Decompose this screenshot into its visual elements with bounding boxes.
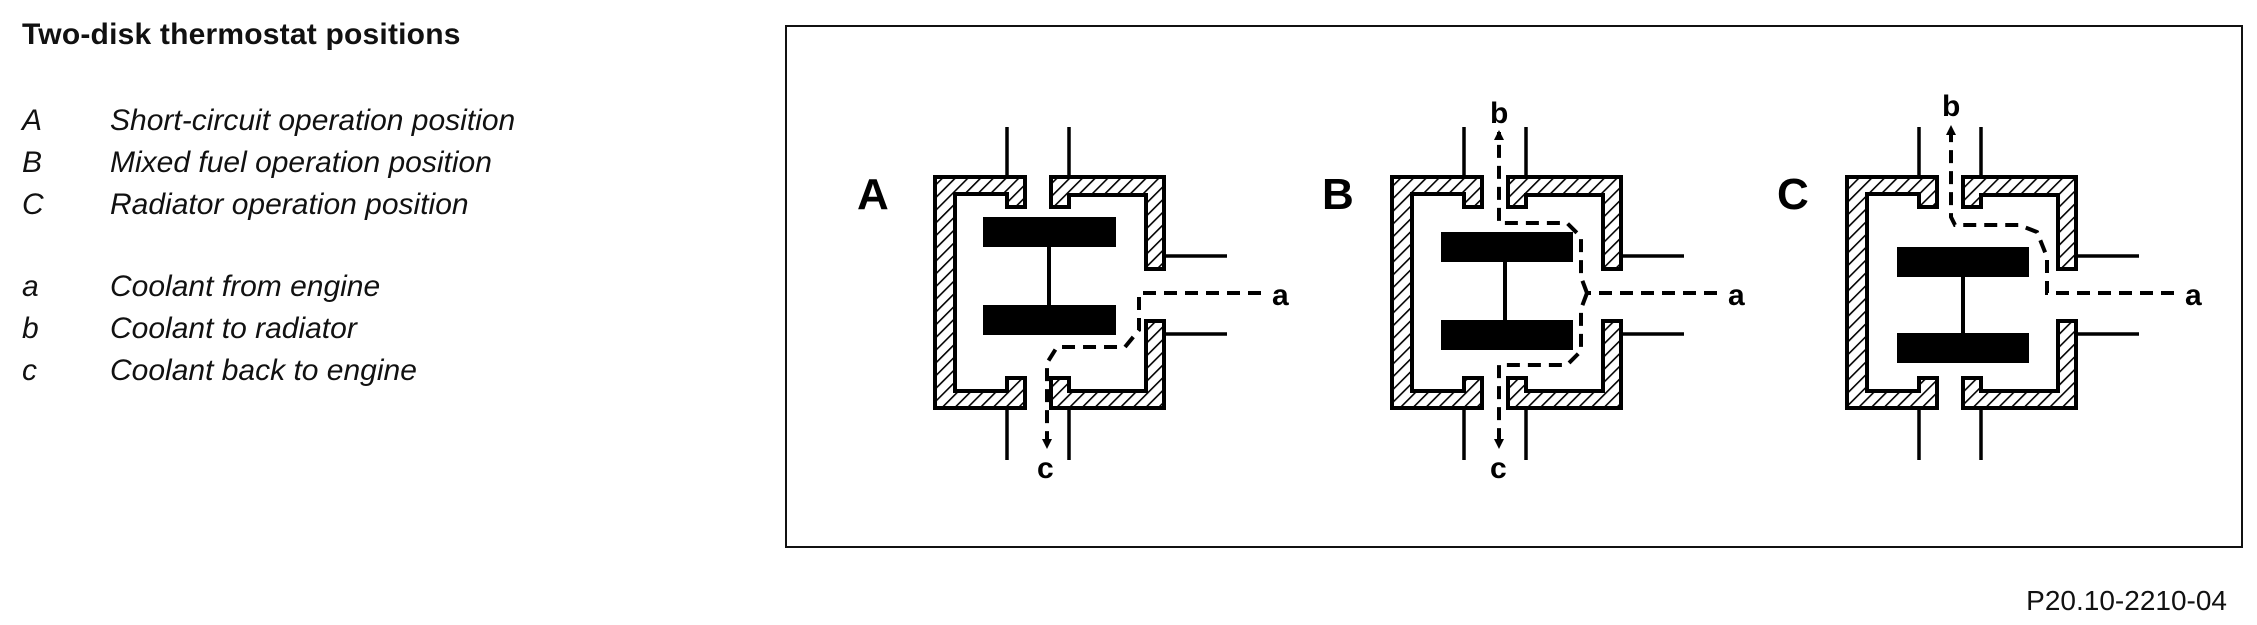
thermostat-diagram: A a c [857,90,2202,485]
legend-key: C [22,188,44,221]
housing-b [1390,175,1623,410]
pipes-a [1005,127,1227,460]
legend: A Short-circuit operation position B Mix… [22,100,515,392]
flow-label-b: b [1490,97,1508,130]
disk-assembly-c [1897,247,2029,363]
housing-a [933,175,1166,410]
figure-title: Two-disk thermostat positions [22,18,461,51]
flow-label-b: b [1942,90,1960,123]
panel-label-a: A [857,170,889,219]
diagram-frame: A a c [785,25,2243,548]
legend-spacer [22,226,515,266]
panel-b: B a [1322,97,1745,485]
flow-label-a: a [1272,279,1289,312]
panel-c: C a b [1777,90,2202,460]
flow-label-a: a [1728,279,1745,312]
legend-key: A [22,104,43,137]
legend-item-b: b Coolant to radiator [22,308,515,350]
flow-label-c: c [1490,452,1507,485]
legend-key: a [22,270,39,303]
panel-label-c: C [1777,170,1809,219]
pipes-b [1462,127,1684,460]
pipes-c [1917,127,2139,460]
legend-item-a: a Coolant from engine [22,266,515,308]
legend-key: c [22,354,37,387]
legend-text: Mixed fuel operation position [110,146,492,179]
legend-item-C: C Radiator operation position [22,184,515,226]
flow-path-c [1946,125,2174,295]
panel-label-b: B [1322,170,1354,219]
legend-item-c: c Coolant back to engine [22,350,515,392]
reference-code: P20.10-2210-04 [2026,585,2227,616]
legend-text: Short-circuit operation position [110,104,516,137]
legend-text: Coolant back to engine [110,354,417,387]
disk-assembly-a [983,217,1116,335]
flow-label-a: a [2185,279,2202,312]
flow-path-b [1494,130,1717,449]
legend-text: Coolant from engine [110,270,381,303]
legend-item-B: B Mixed fuel operation position [22,142,515,184]
panel-a: A a c [857,127,1289,485]
legend-item-A: A Short-circuit operation position [22,100,515,142]
legend-text: Radiator operation position [110,188,469,221]
legend-key: B [22,146,43,179]
legend-key: b [22,312,39,345]
housing-c [1845,175,2078,410]
legend-text: Coolant to radiator [110,312,357,345]
flow-label-c: c [1037,452,1054,485]
disk-assembly-b [1441,232,1573,350]
